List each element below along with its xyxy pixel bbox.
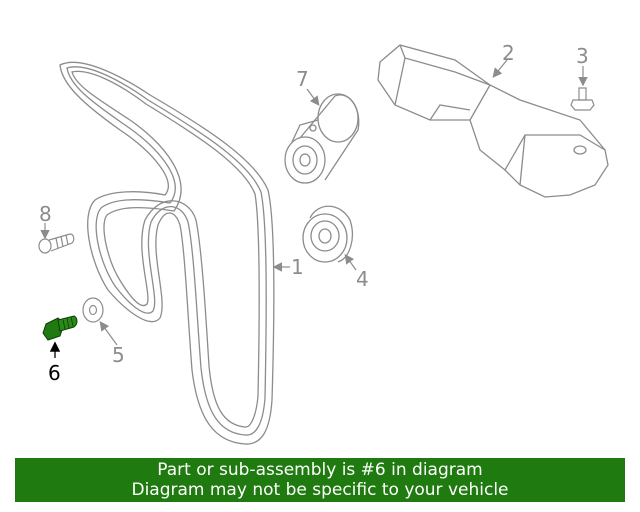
selected-bolt[interactable] [42, 315, 78, 341]
callout-4: 4 [356, 267, 369, 291]
belt-tensioner [284, 93, 360, 184]
serpentine-belt [59, 61, 275, 445]
callout-6[interactable]: 6 [48, 361, 61, 385]
callout-3: 3 [576, 44, 589, 68]
banner-line-2: Diagram may not be specific to your vehi… [131, 480, 509, 500]
banner-line-1: Part or sub-assembly is #6 in diagram [157, 460, 483, 480]
leader-lines [40, 59, 588, 346]
timing-cover [377, 44, 609, 198]
callout-5: 5 [112, 343, 125, 367]
info-banner: Part or sub-assembly is #6 in diagram Di… [15, 458, 625, 502]
pulley-bolt [38, 233, 75, 254]
cover-bolt [570, 87, 595, 111]
callout-8: 8 [39, 202, 52, 226]
callout-2: 2 [502, 41, 515, 65]
callout-1: 1 [291, 255, 304, 279]
callout-7: 7 [296, 67, 309, 91]
washer [82, 297, 104, 323]
idler-pulley [302, 205, 353, 263]
